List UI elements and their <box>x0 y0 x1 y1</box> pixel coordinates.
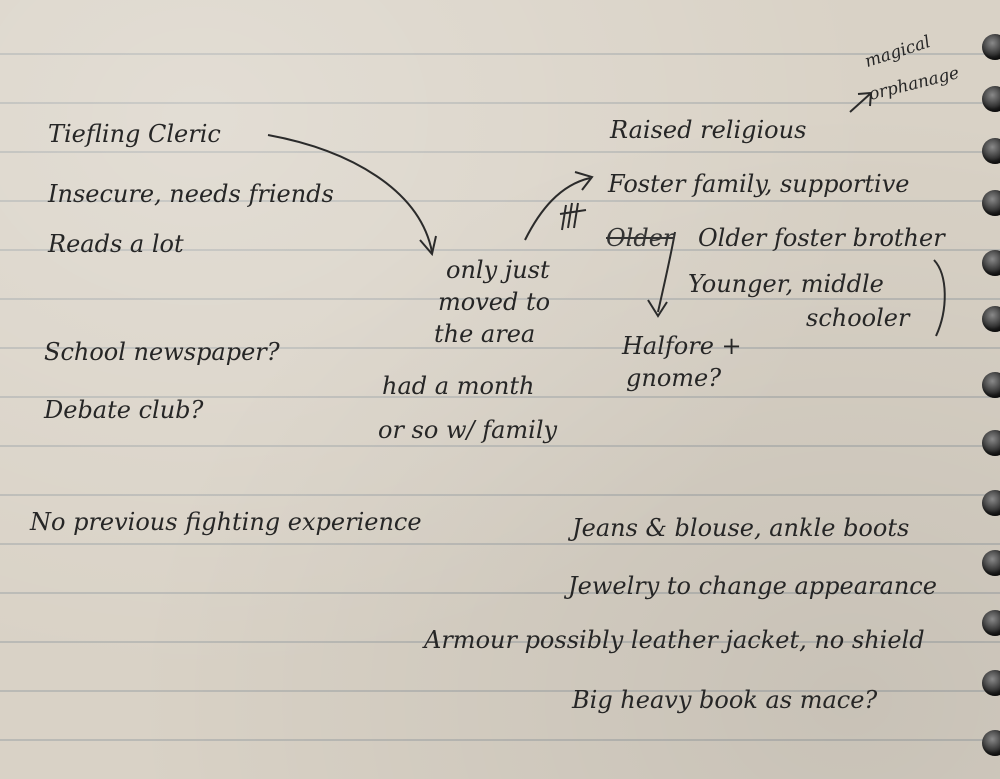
note-jewelry: Jewelry to change appearance <box>568 572 937 600</box>
binding-ring <box>982 138 1000 164</box>
binding-ring <box>982 550 1000 576</box>
binding-ring <box>982 490 1000 516</box>
bracket-brothers <box>933 259 946 337</box>
binding-ring <box>982 610 1000 636</box>
note-religious: Raised religious <box>610 116 807 144</box>
note-armour: Armour possibly leather jacket, no shiel… <box>424 626 925 654</box>
binding-ring <box>982 730 1000 756</box>
note-month-1: had a month <box>382 372 535 400</box>
note-reads: Reads a lot <box>48 230 184 258</box>
binding-ring <box>982 670 1000 696</box>
note-fighting: No previous fighting experience <box>30 508 422 536</box>
note-debate: Debate club? <box>44 396 204 424</box>
note-crossed-out: Older <box>606 224 675 252</box>
note-younger-2: schooler <box>806 304 910 332</box>
arrow-orphanage <box>849 91 873 113</box>
note-book: Big heavy book as mace? <box>572 686 878 714</box>
binding-ring <box>982 34 1000 60</box>
note-jeans: Jeans & blouse, ankle boots <box>572 514 910 542</box>
note-class: Tiefling Cleric <box>48 120 221 148</box>
tally-marks <box>559 202 587 231</box>
arrow-class-to-moved-head <box>419 235 437 257</box>
note-gnome: gnome? <box>626 364 722 392</box>
spiral-binding <box>970 0 1000 779</box>
note-moved-2: moved to <box>438 288 551 316</box>
note-younger-1: Younger, middle <box>688 270 884 298</box>
binding-ring <box>982 86 1000 112</box>
note-foster: Foster family, supportive <box>608 170 910 198</box>
arrow-class-to-moved <box>267 134 433 253</box>
note-month-2: or so w/ family <box>378 416 558 444</box>
binding-ring <box>982 190 1000 216</box>
binding-ring <box>982 430 1000 456</box>
note-newspaper: School newspaper? <box>44 338 280 366</box>
arrow-brothers-down-head <box>647 299 668 318</box>
arrow-brothers-down <box>657 231 676 313</box>
note-moved-3: the area <box>434 320 536 348</box>
note-insecure: Insecure, needs friends <box>48 180 334 208</box>
arrow-foster-up-head <box>574 171 594 191</box>
arrow-foster-up <box>524 177 591 241</box>
note-brother: Older foster brother <box>698 224 945 252</box>
binding-ring <box>982 306 1000 332</box>
binding-ring <box>982 250 1000 276</box>
binding-ring <box>982 372 1000 398</box>
note-moved-1: only just <box>446 256 550 284</box>
note-halfore: Halfore + <box>622 332 742 360</box>
